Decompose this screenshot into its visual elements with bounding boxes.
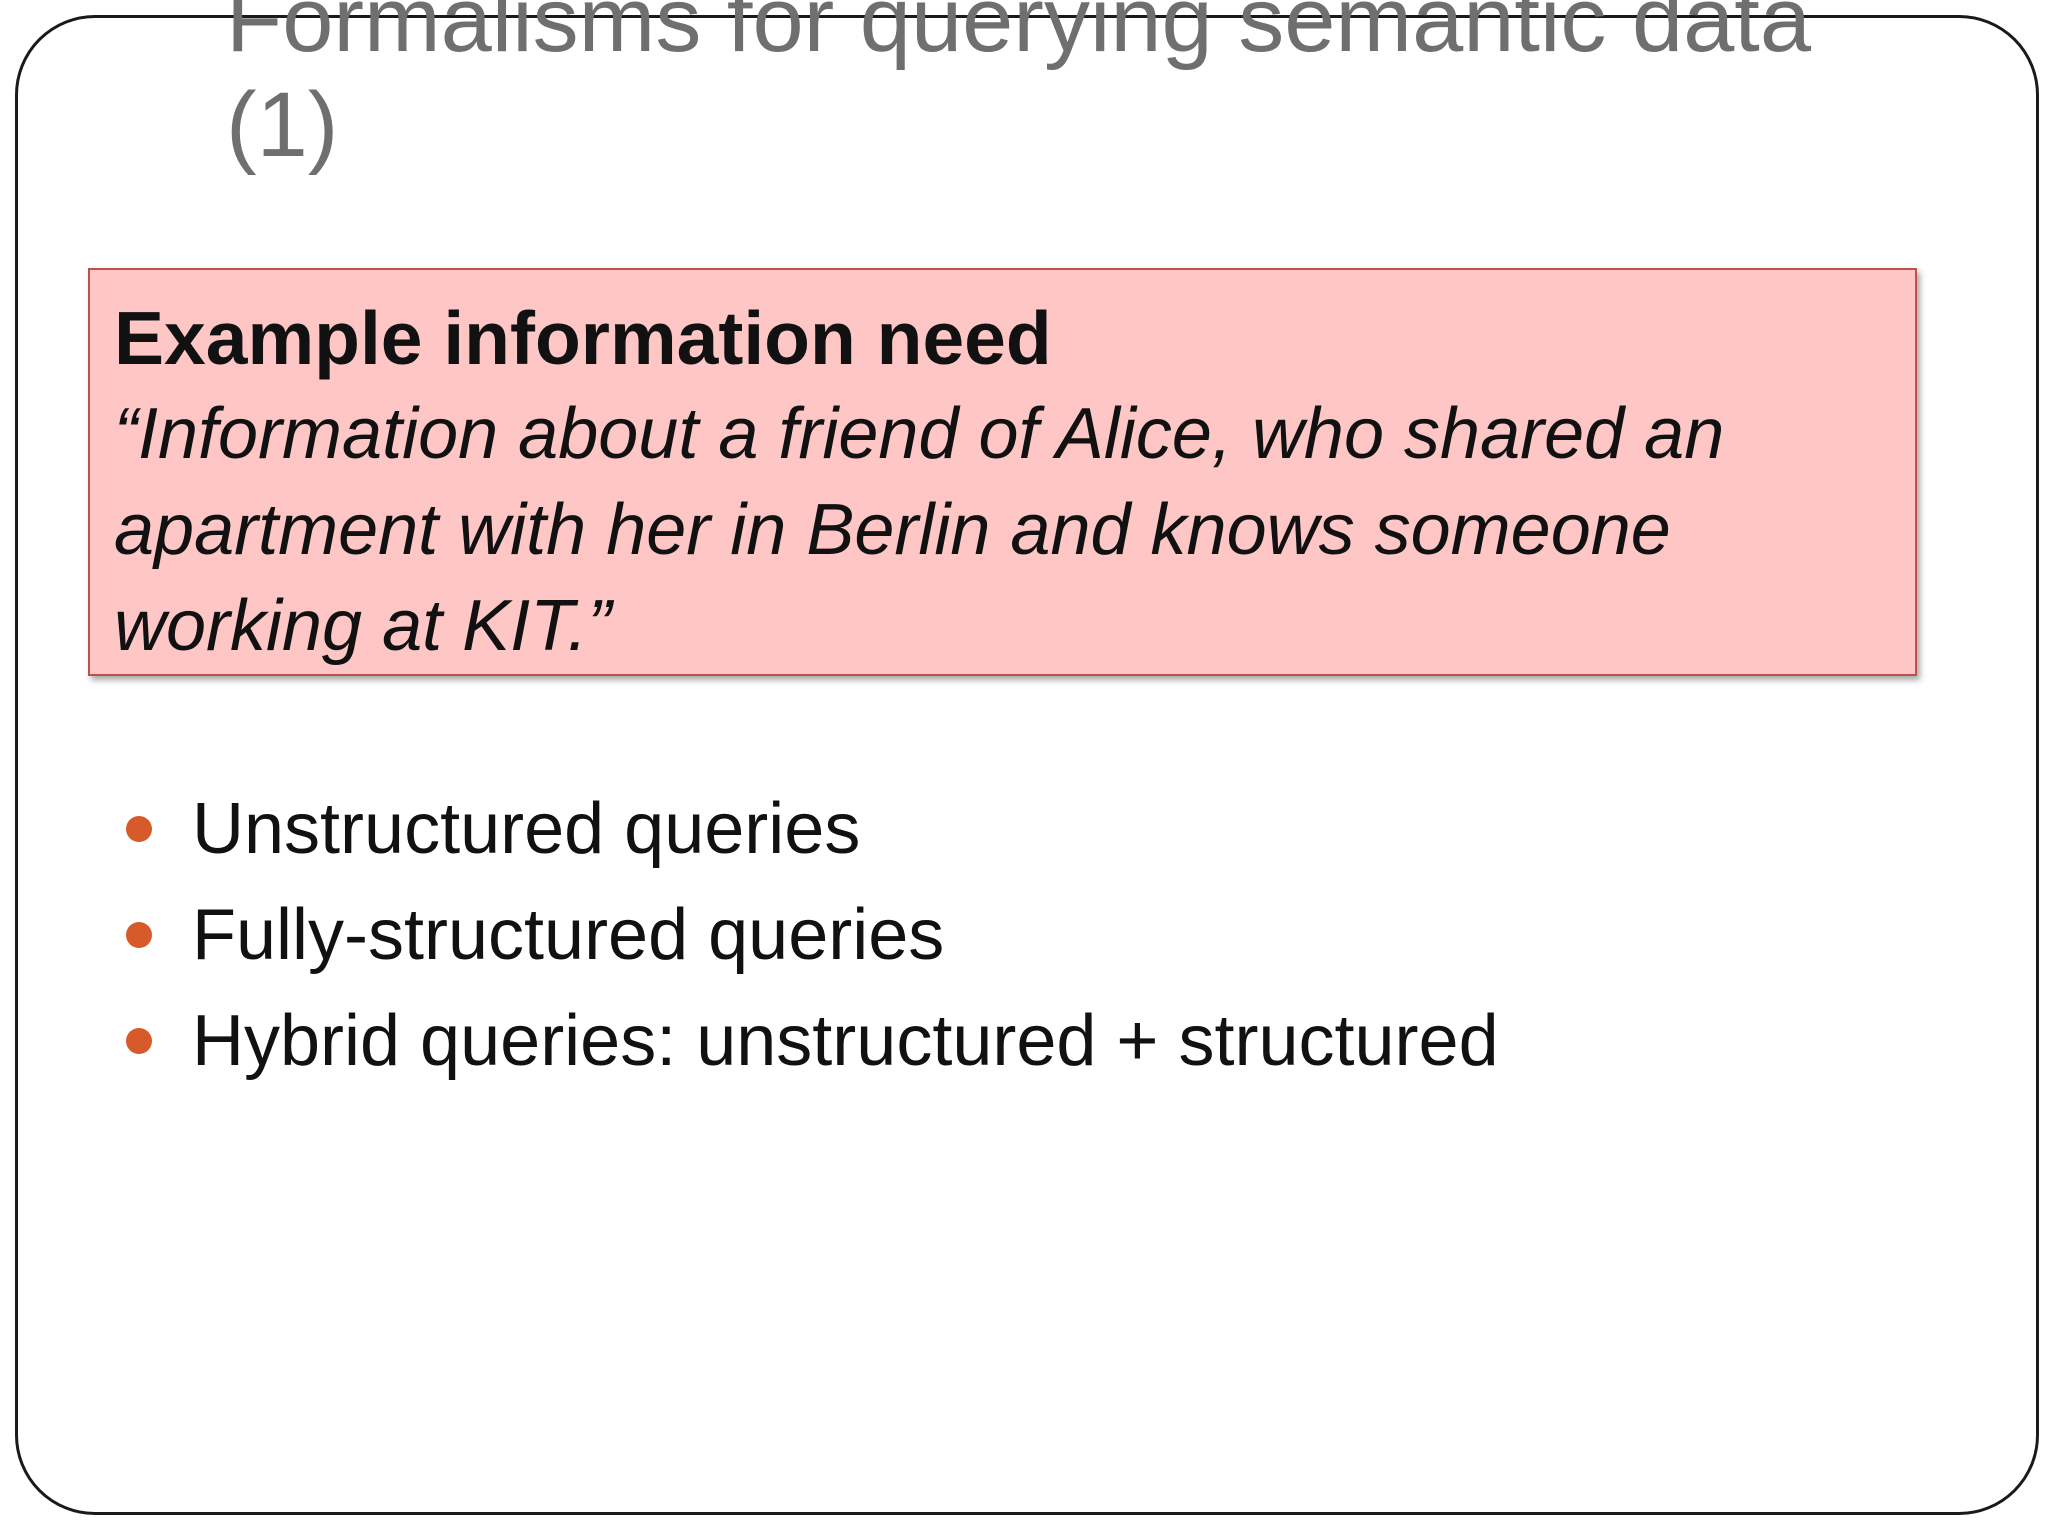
bullet-item: Unstructured queries bbox=[126, 776, 1499, 882]
circle-bullet-icon bbox=[126, 1028, 152, 1054]
bullet-list: Unstructured queries Fully-structured qu… bbox=[126, 776, 1499, 1094]
slide-title: Formalisms for querying semantic data (1… bbox=[226, 0, 1812, 176]
bullet-text: Unstructured queries bbox=[192, 789, 861, 869]
bullet-item: Hybrid queries: unstructured + structure… bbox=[126, 988, 1499, 1094]
bullet-text: Hybrid queries: unstructured + structure… bbox=[192, 1001, 1499, 1081]
bullet-item: Fully-structured queries bbox=[126, 882, 1499, 988]
circle-bullet-icon bbox=[126, 816, 152, 842]
circle-bullet-icon bbox=[126, 922, 152, 948]
example-quote: “Information about a friend of Alice, wh… bbox=[114, 394, 1725, 666]
slide-frame bbox=[15, 15, 2039, 1515]
example-heading: Example information need bbox=[114, 296, 1052, 380]
bullet-text: Fully-structured queries bbox=[192, 895, 945, 975]
example-box: Example information need “Information ab… bbox=[88, 268, 1917, 676]
